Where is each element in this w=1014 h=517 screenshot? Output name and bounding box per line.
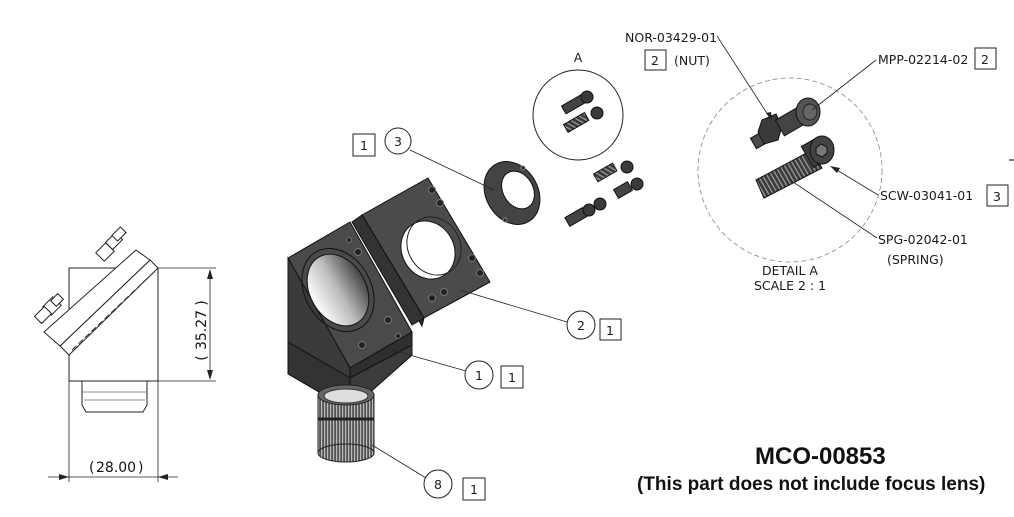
part-8-knurled-nozzle <box>317 384 375 463</box>
balloon-item-1[interactable]: 1 1 <box>391 349 524 390</box>
callout-qty: 2 <box>981 52 989 67</box>
callout-qty: 2 <box>651 53 659 68</box>
svg-text:): ) <box>138 460 143 476</box>
callout-desc: (SPRING) <box>887 252 944 267</box>
width-dimension-value: 28.00 <box>96 460 136 476</box>
height-dimension-value: 35.27 <box>194 310 210 350</box>
callout-part-number: NOR-03429-01 <box>625 30 717 45</box>
part-number-title: MCO-00853 <box>755 443 886 470</box>
detail-scale: SCALE 2 : 1 <box>754 278 826 293</box>
part-2-plate <box>351 177 491 328</box>
svg-text:(: ( <box>194 355 210 360</box>
balloon-item-number: 2 <box>577 318 585 333</box>
detail-cap-screw <box>755 135 835 199</box>
svg-text:(: ( <box>89 460 94 476</box>
callout-mpp-02214-02[interactable]: MPP-02214-02 2 <box>878 47 997 70</box>
balloon-item-number: 3 <box>394 134 402 149</box>
balloon-qty: 1 <box>606 323 614 338</box>
balloon-item-number: 1 <box>475 368 483 383</box>
callout-desc: (NUT) <box>674 53 710 68</box>
balloon-qty: 1 <box>470 482 478 497</box>
callout-part-number: SPG-02042-01 <box>878 232 968 247</box>
detail-title: DETAIL A <box>762 263 818 278</box>
balloon-item-3[interactable]: 3 1 <box>352 127 495 191</box>
callout-nor-03429-01[interactable]: NOR-03429-01 2 (NUT) <box>625 30 717 71</box>
detail-a-letter: A <box>574 50 583 65</box>
detail-a-marker[interactable]: A <box>532 50 624 161</box>
svg-text:): ) <box>194 300 210 305</box>
detail-nut-screw <box>749 97 821 150</box>
part-3-ring <box>483 161 541 225</box>
balloon-qty: 1 <box>360 138 368 153</box>
loose-screws <box>564 160 644 228</box>
height-dimension: 35.27 ( ) <box>158 267 216 382</box>
callout-qty: 3 <box>993 189 1001 204</box>
balloon-qty: 1 <box>508 370 516 385</box>
callout-spg-02042-01[interactable]: SPG-02042-01 (SPRING) <box>878 232 968 267</box>
callout-scw-03041-01[interactable]: SCW-03041-01 3 <box>880 184 1009 207</box>
width-dimension: ( 28.00 ) <box>48 381 178 482</box>
balloon-item-2[interactable]: 2 1 <box>459 289 622 341</box>
balloon-item-number: 8 <box>434 477 442 492</box>
side-view: 35.27 ( ) ( 28.00 ) <box>33 226 216 482</box>
side-view-screw <box>33 226 127 325</box>
side-view-nozzle <box>81 380 148 413</box>
detail-a-view: NOR-03429-01 2 (NUT) MPP-02214-02 2 SCW-… <box>625 30 1009 293</box>
callout-part-number: SCW-03041-01 <box>880 188 973 203</box>
callout-part-number: MPP-02214-02 <box>878 52 968 67</box>
part-note: (This part does not include focus lens) <box>637 474 986 495</box>
balloon-item-8[interactable]: 8 1 <box>371 444 486 501</box>
